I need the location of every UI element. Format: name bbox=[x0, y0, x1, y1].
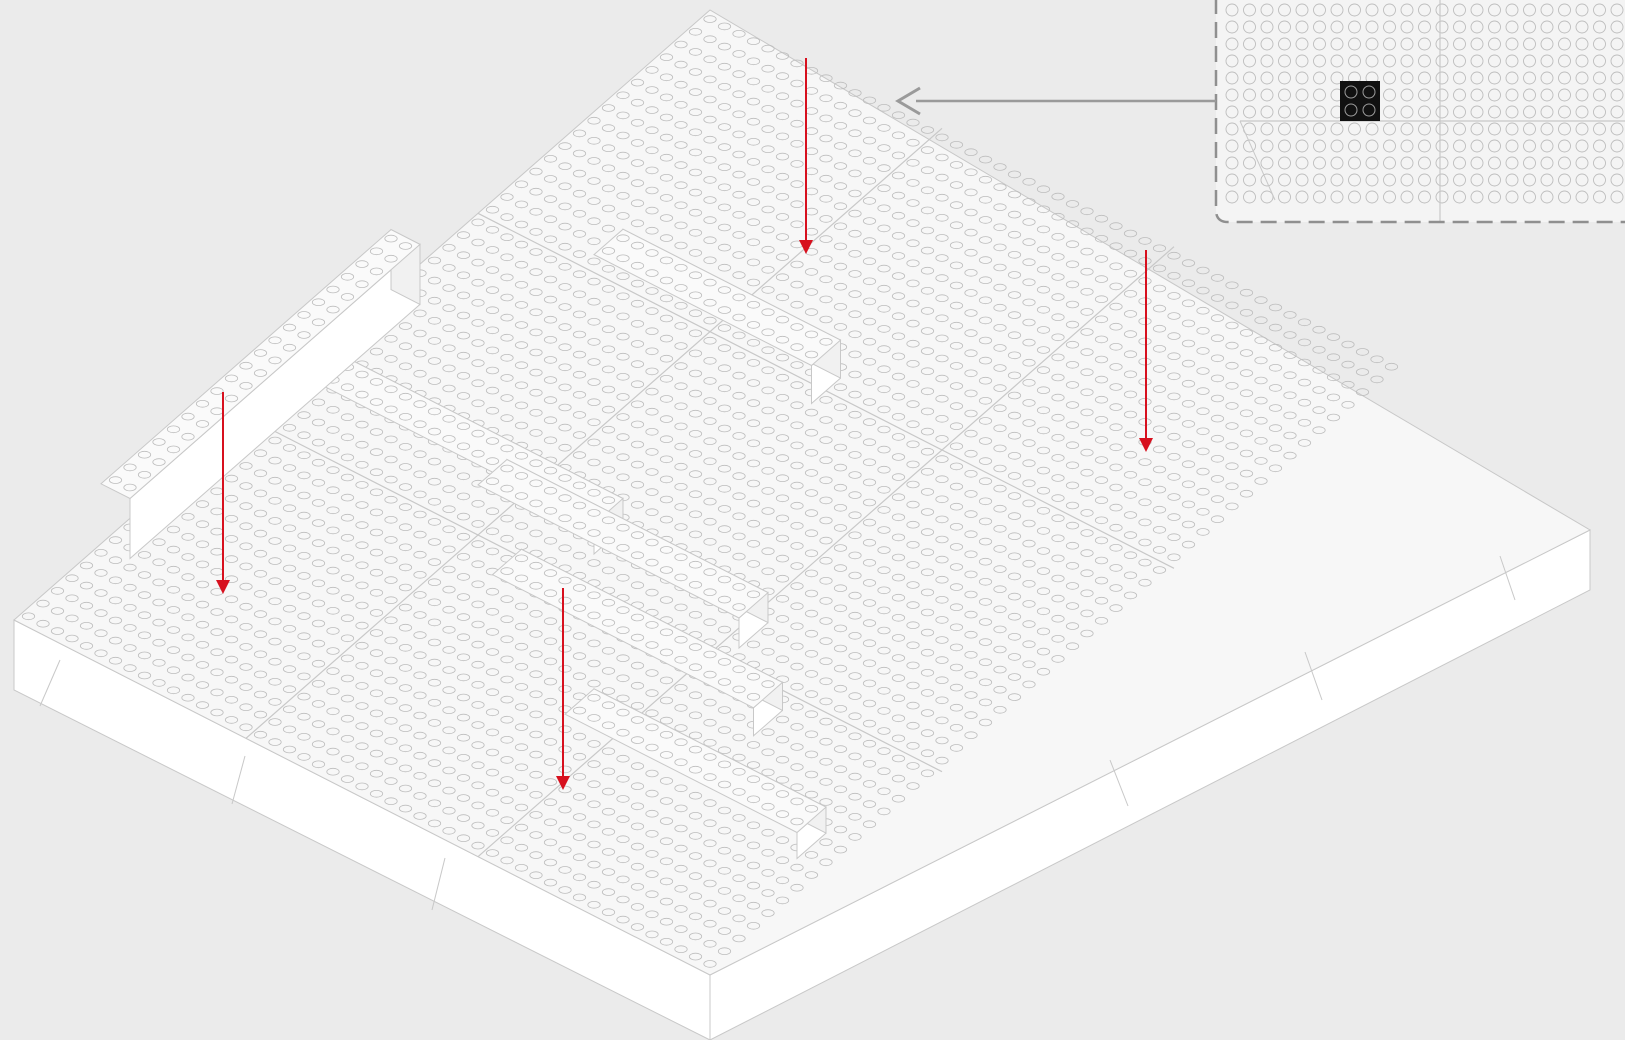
stud bbox=[994, 164, 1006, 171]
stud bbox=[936, 134, 948, 141]
stud bbox=[1356, 389, 1368, 396]
stud bbox=[1052, 193, 1064, 200]
stud bbox=[907, 119, 919, 126]
stud bbox=[1197, 287, 1209, 294]
stud bbox=[1342, 361, 1354, 368]
stud bbox=[1008, 171, 1020, 178]
stud bbox=[1255, 317, 1267, 324]
stud bbox=[1327, 334, 1339, 341]
stud bbox=[921, 127, 933, 134]
stud bbox=[1037, 186, 1049, 193]
callout-black-brick bbox=[1340, 81, 1380, 121]
stud bbox=[878, 104, 890, 111]
stud bbox=[1356, 349, 1368, 356]
stud bbox=[1284, 332, 1296, 339]
stud bbox=[1110, 223, 1122, 230]
stud bbox=[1110, 243, 1122, 250]
stud bbox=[1168, 252, 1180, 259]
stud bbox=[1023, 178, 1035, 185]
stud bbox=[1313, 326, 1325, 333]
stud bbox=[1124, 250, 1136, 257]
stud bbox=[1153, 265, 1165, 272]
stud bbox=[1197, 267, 1209, 274]
stud bbox=[1356, 369, 1368, 376]
callout-brick-2x2-icon bbox=[1340, 81, 1380, 121]
stud bbox=[979, 156, 991, 163]
stud bbox=[1124, 230, 1136, 237]
stud bbox=[1168, 272, 1180, 279]
stud bbox=[1066, 201, 1078, 208]
stud bbox=[1095, 215, 1107, 222]
stud bbox=[1255, 297, 1267, 304]
stud bbox=[1371, 356, 1383, 363]
stud bbox=[1211, 275, 1223, 282]
stud bbox=[1342, 341, 1354, 348]
stud bbox=[1182, 260, 1194, 267]
stud bbox=[1371, 376, 1383, 383]
stud bbox=[1226, 302, 1238, 309]
stud bbox=[1182, 280, 1194, 287]
stud bbox=[863, 97, 875, 104]
callout-inset bbox=[1216, 0, 1625, 222]
stud bbox=[1226, 282, 1238, 289]
stud bbox=[1313, 346, 1325, 353]
stud bbox=[1385, 363, 1397, 370]
stud bbox=[1081, 208, 1093, 215]
stud bbox=[1269, 324, 1281, 331]
callout-pointer-arrow bbox=[898, 88, 1216, 114]
stud bbox=[1269, 304, 1281, 311]
stud bbox=[892, 112, 904, 119]
stud bbox=[1240, 289, 1252, 296]
stud bbox=[1298, 319, 1310, 326]
stud bbox=[1298, 339, 1310, 346]
stud bbox=[1284, 312, 1296, 319]
stud bbox=[965, 149, 977, 156]
stud bbox=[1327, 354, 1339, 361]
stud bbox=[950, 141, 962, 148]
stud bbox=[1139, 238, 1151, 245]
stud bbox=[1240, 309, 1252, 316]
stud bbox=[1153, 245, 1165, 252]
stud bbox=[1211, 295, 1223, 302]
